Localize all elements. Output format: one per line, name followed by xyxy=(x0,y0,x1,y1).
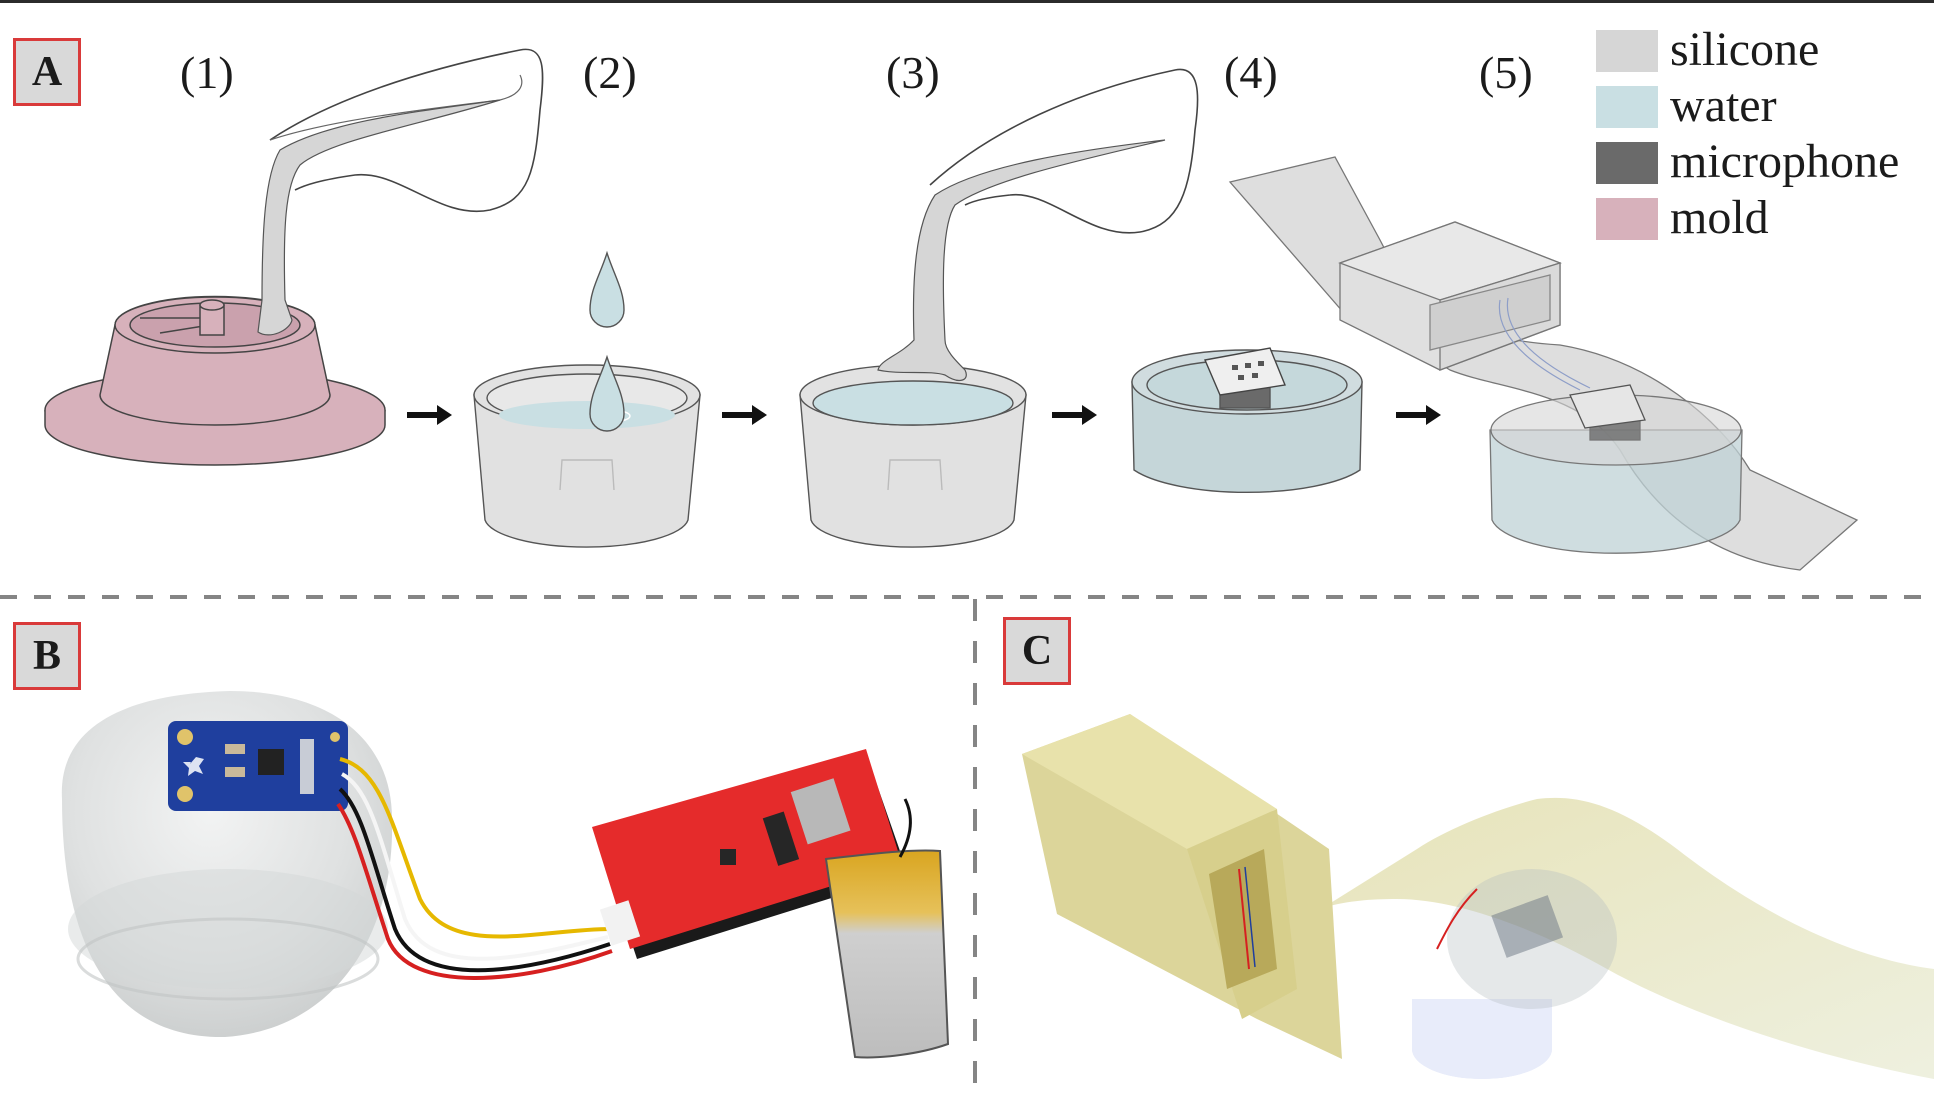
step5-device xyxy=(1228,156,1859,571)
step-label-2: (2) xyxy=(583,47,637,98)
divider-vertical xyxy=(973,599,977,1098)
top-border xyxy=(0,0,1934,3)
legend-label-microphone: microphone xyxy=(1670,135,1900,188)
silicone-strap xyxy=(1257,797,1934,1079)
support-stand xyxy=(1412,999,1552,1079)
legend-swatch-mold xyxy=(1596,198,1658,240)
housing-block xyxy=(1022,714,1342,1059)
step-label-5: (5) xyxy=(1479,47,1533,98)
legend-swatch-water xyxy=(1596,86,1658,128)
legend-swatch-microphone xyxy=(1596,142,1658,184)
panel-a-illustration xyxy=(44,48,1859,571)
panel-label-a: A xyxy=(13,38,81,106)
panel-c-photo xyxy=(1022,714,1934,1079)
legend-label-water: water xyxy=(1670,79,1777,132)
panel-b-photo xyxy=(61,691,950,1059)
arrow-4-5 xyxy=(1396,405,1441,425)
logger-board xyxy=(592,749,908,959)
step1-pour-cup xyxy=(257,48,544,336)
arrow-3-4 xyxy=(1052,405,1097,425)
water-drop-icon xyxy=(589,250,625,432)
step4-cup xyxy=(1131,347,1363,494)
panel-label-c: C xyxy=(1003,617,1071,685)
step3-bowl xyxy=(799,364,1027,548)
arrow-2-3 xyxy=(722,405,767,425)
legend-label-silicone: silicone xyxy=(1670,23,1820,76)
legend-label-mold: mold xyxy=(1670,191,1769,244)
process-arrows xyxy=(407,405,1441,425)
arrow-1-2 xyxy=(407,405,452,425)
step-label-1: (1) xyxy=(180,47,234,98)
step-label-4: (4) xyxy=(1224,47,1278,98)
microphone-icon xyxy=(1204,347,1286,396)
panel-label-b: B xyxy=(13,622,81,690)
step3-pour-cup xyxy=(877,68,1199,382)
battery xyxy=(824,798,950,1059)
step-label-3: (3) xyxy=(886,47,940,98)
step1-mold xyxy=(44,295,386,466)
divider-horizontal xyxy=(0,595,1934,599)
legend-swatch-silicone xyxy=(1596,30,1658,72)
step2-bowl xyxy=(473,364,701,548)
microphone-board xyxy=(168,721,348,811)
wires xyxy=(336,757,613,980)
